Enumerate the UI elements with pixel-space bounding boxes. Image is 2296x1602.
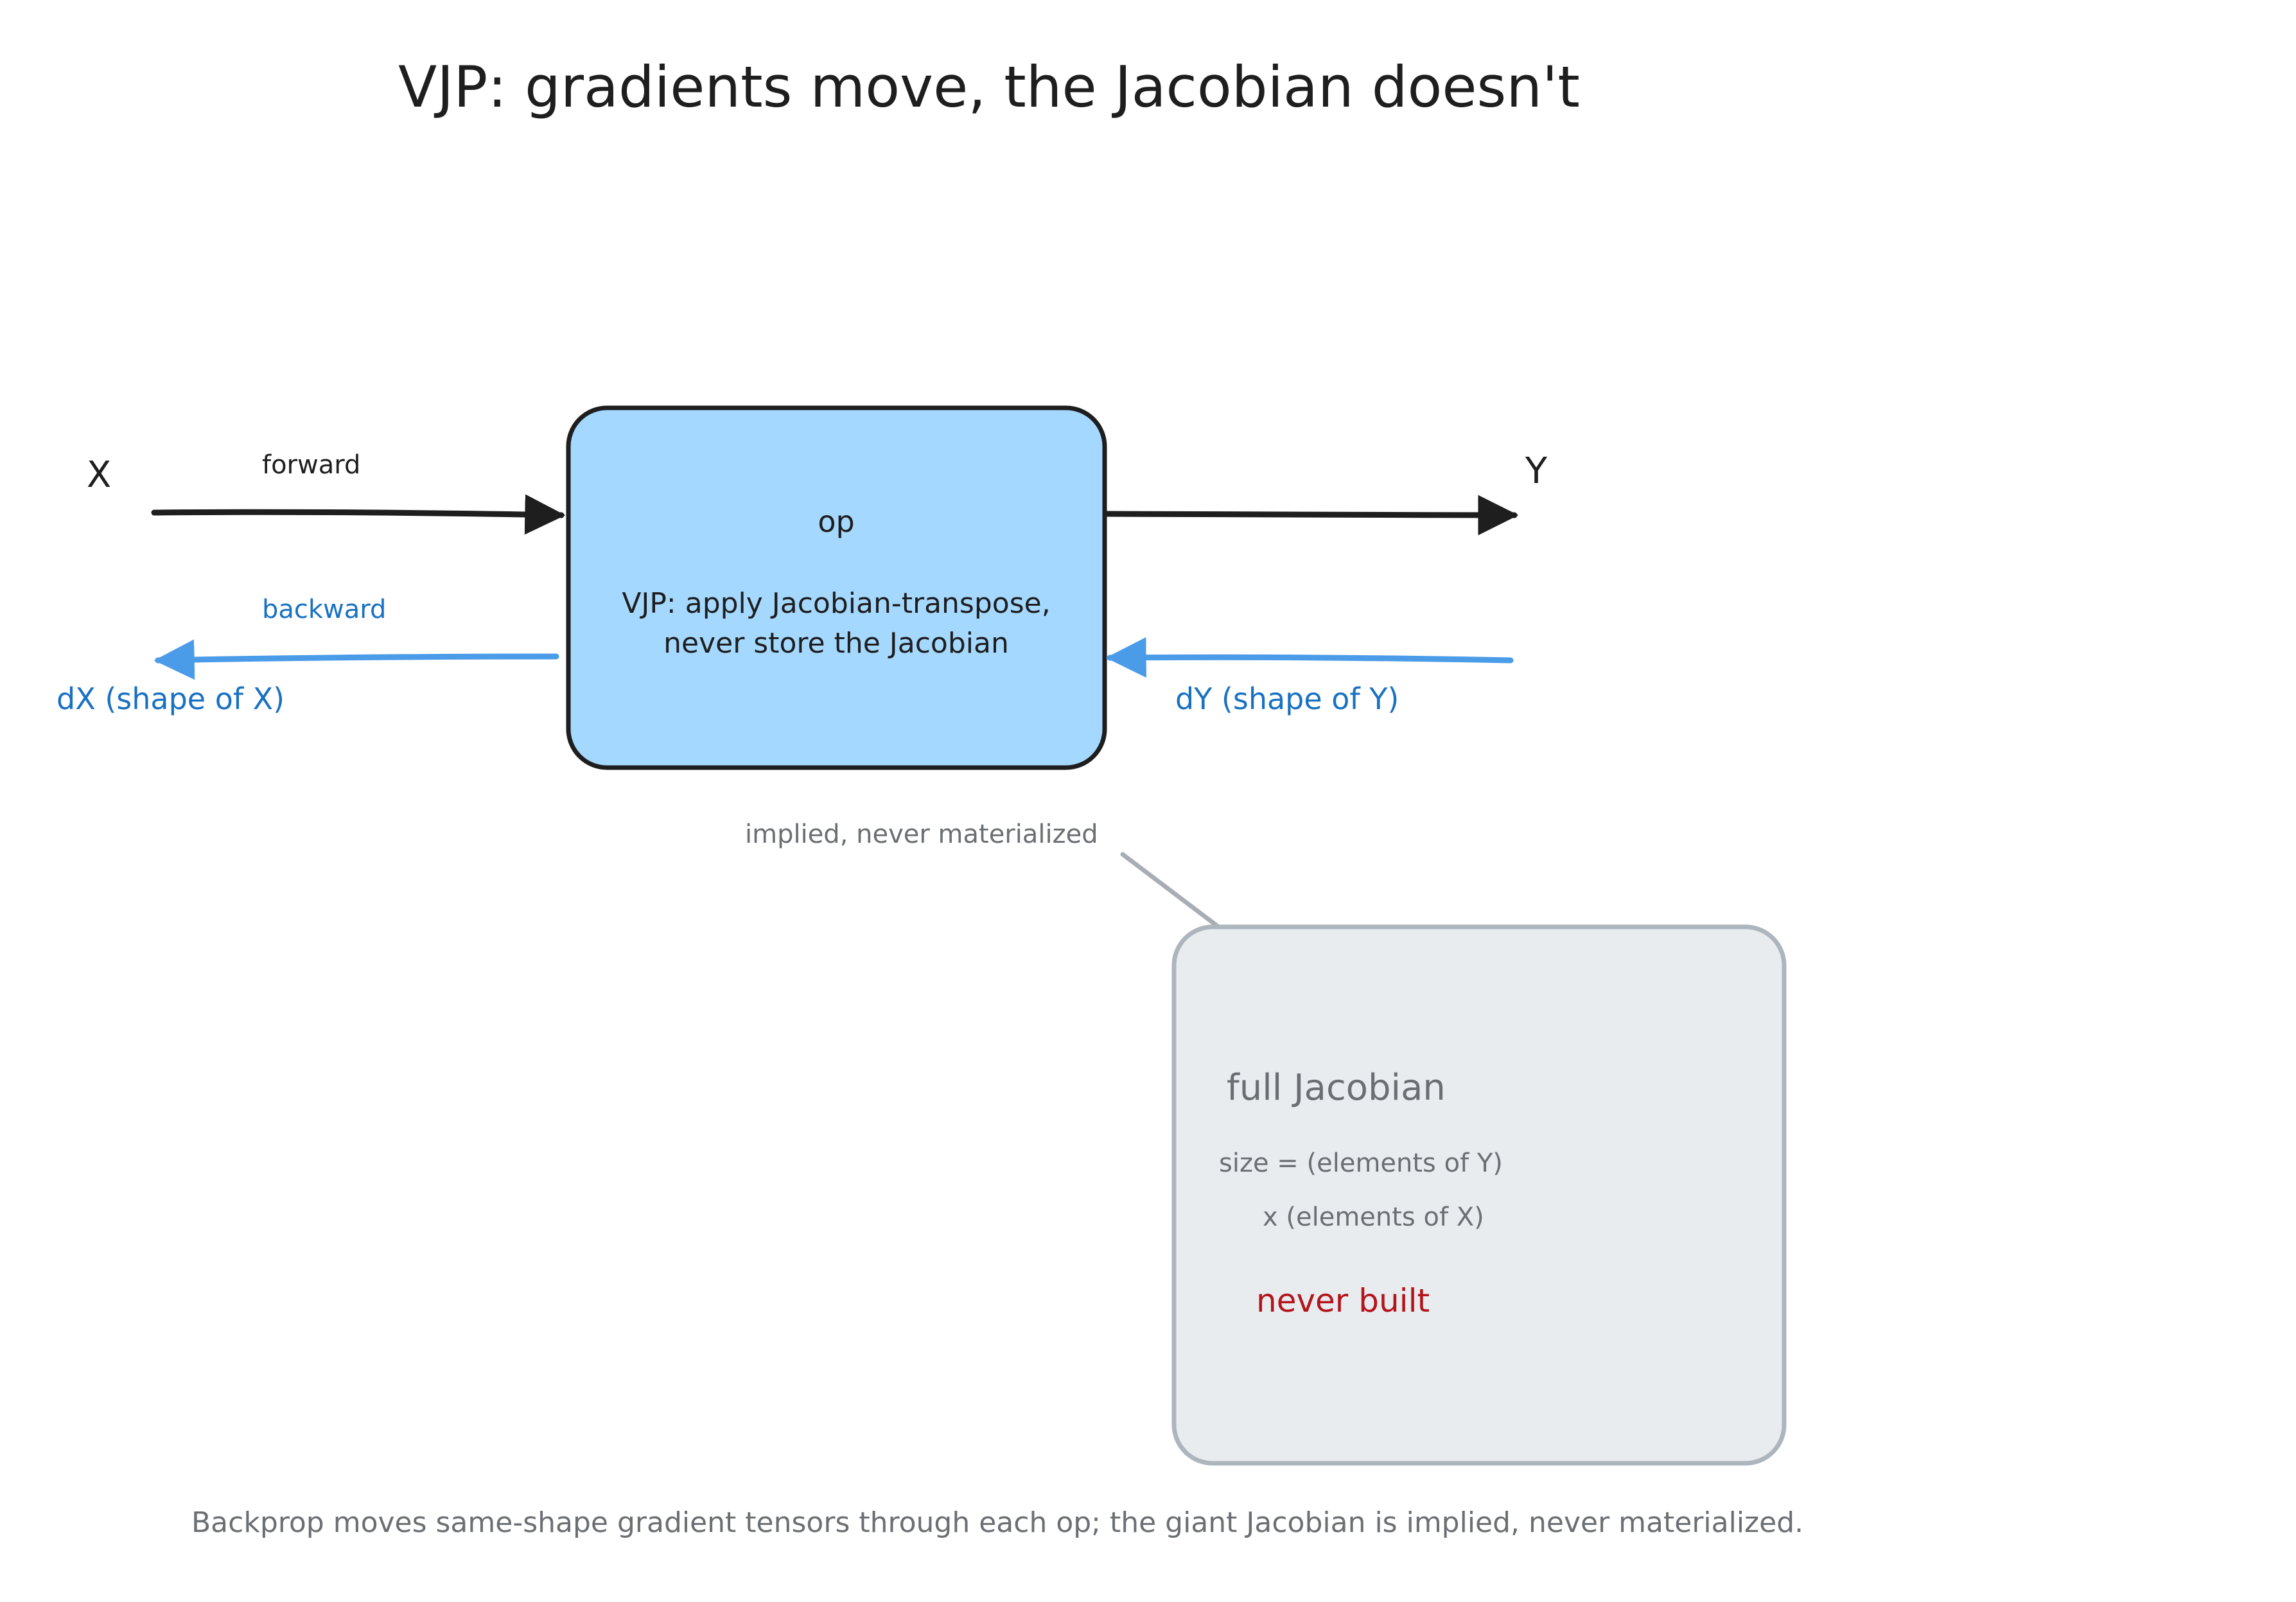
op-box-title: op bbox=[818, 504, 854, 539]
jacobian-size-line2: x (elements of X) bbox=[1263, 1202, 1484, 1232]
forward-arrow-out bbox=[1103, 495, 1519, 536]
backward-label: backward bbox=[262, 595, 386, 624]
diagram-title: VJP: gradients move, the Jacobian doesn'… bbox=[398, 54, 1580, 120]
dx-label: dX (shape of X) bbox=[57, 682, 285, 716]
backward-arrow-in bbox=[1105, 637, 1514, 678]
jacobian-status: never built bbox=[1256, 1282, 1430, 1319]
jacobian-title: full Jacobian bbox=[1227, 1067, 1446, 1109]
diagram-caption: Backprop moves same-shape gradient tenso… bbox=[191, 1506, 1803, 1539]
dy-label: dY (shape of Y) bbox=[1175, 682, 1399, 716]
implied-label: implied, never materialized bbox=[745, 820, 1098, 849]
op-box bbox=[566, 405, 1107, 770]
jacobian-size-line1: size = (elements of Y) bbox=[1219, 1149, 1503, 1178]
input-x-label: X bbox=[87, 454, 111, 496]
jacobian-box bbox=[1171, 924, 1787, 1466]
op-box-line1: VJP: apply Jacobian-transpose, bbox=[622, 587, 1050, 620]
forward-arrow-in bbox=[151, 494, 566, 535]
output-y-label: Y bbox=[1525, 450, 1548, 492]
backward-arrow-out bbox=[153, 639, 559, 680]
forward-label: forward bbox=[262, 450, 360, 480]
op-box-line2: never store the Jacobian bbox=[663, 627, 1009, 660]
